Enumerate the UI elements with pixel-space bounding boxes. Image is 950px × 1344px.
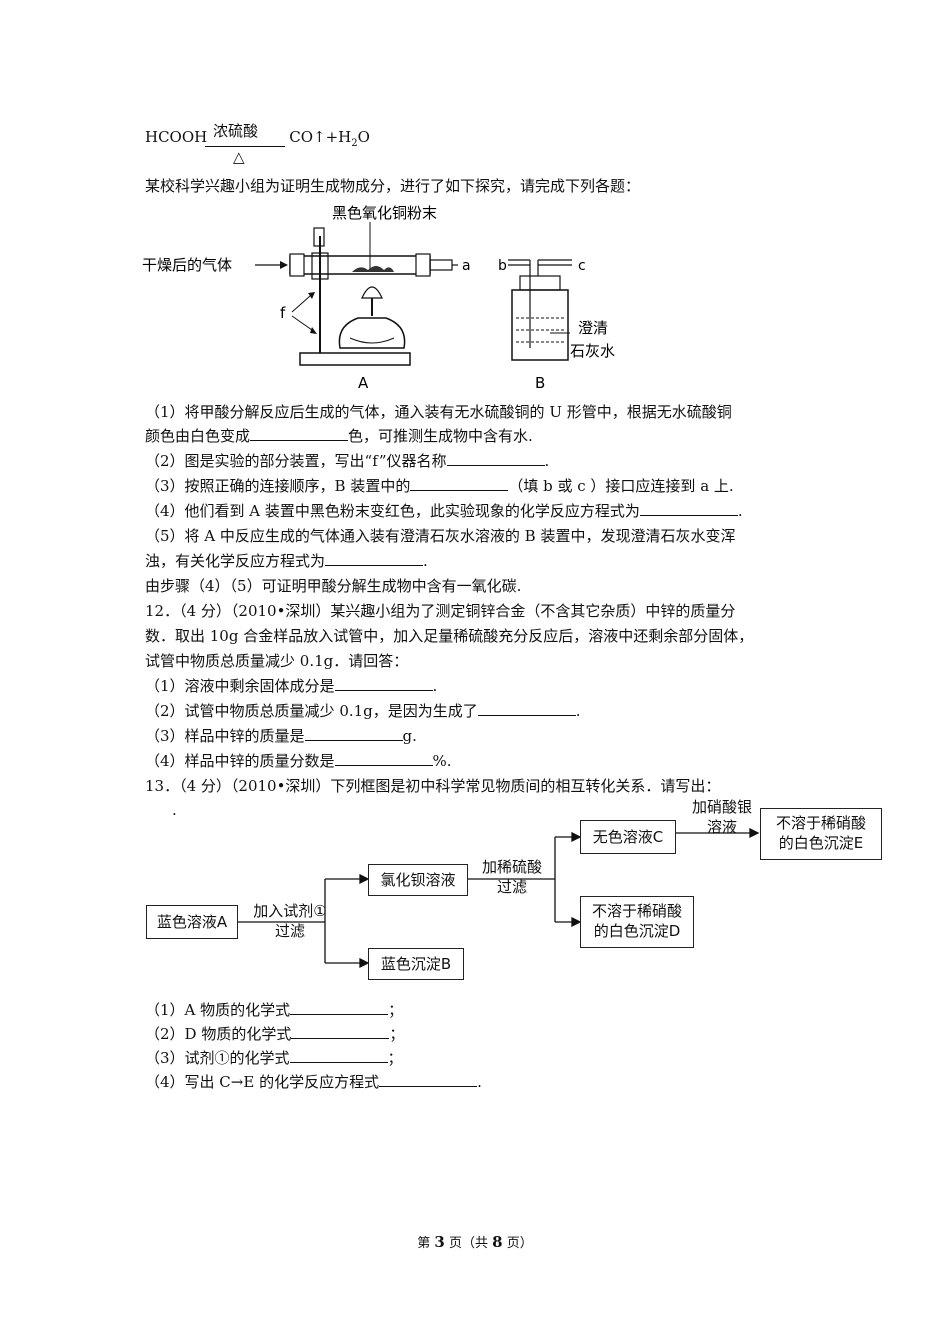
answer-blank[interactable] [289, 1048, 388, 1063]
page-total: 8 [492, 1233, 503, 1251]
limewater-label-1: 澄清 [578, 319, 608, 337]
equation-arrow-line [205, 146, 285, 147]
q13-dot: . [172, 801, 177, 819]
q13-stem: 13．（4 分）（2010•深圳）下列框图是初中科学常见物质间的相互转化关系．请… [145, 777, 721, 795]
instrument-f-label: f [280, 304, 286, 322]
port-a-label: a [462, 258, 471, 274]
q13-p1: （1）A 物质的化学式； [145, 1000, 404, 1019]
port-b-label: b [498, 258, 507, 274]
answer-blank[interactable] [291, 1024, 390, 1039]
answer-blank[interactable] [304, 726, 403, 741]
q13-p4: （4）写出 C→E 的化学反应方程式. [145, 1072, 482, 1091]
flow-step3-line1: 加硝酸银 [691, 798, 752, 816]
limewater-label-2: 石灰水 [570, 342, 615, 360]
answer-blank[interactable] [477, 701, 576, 716]
equation-condition-top: 浓硫酸 [213, 122, 259, 140]
flow-connectors [238, 827, 760, 969]
q12-p2: （2）试管中物质总质量减少 0.1g，是因为生成了. [145, 701, 581, 720]
q13-p3: （3）试剂①的化学式； [145, 1048, 403, 1067]
flow-box-c: 无色溶液C [580, 820, 676, 854]
answer-blank[interactable] [334, 676, 433, 691]
flow-step2-line1: 加稀硫酸 [481, 858, 542, 876]
q11-p5a: （5）将 A 中反应生成的气体通入装有澄清石灰水溶液的 B 装置中，发现澄清石灰… [145, 527, 736, 545]
flow-step1-line1: 加入试剂① [253, 902, 327, 920]
q11-p1a: （1）将甲酸分解反应后生成的气体，通入装有无水硫酸铜的 U 形管中，根据无水硫酸… [145, 403, 732, 421]
answer-blank[interactable] [325, 551, 424, 566]
flow-box-bacl2: 氯化钡溶液 [368, 864, 468, 896]
q12-stem-3: 试管中物质总质量减少 0.1g．请回答： [145, 652, 409, 670]
q11-p1b: 颜色由白色变成色，可推测生成物中含有水. [145, 426, 533, 445]
flow-step1-line2: 过滤 [274, 922, 305, 940]
q11-conclusion: 由步骤（4）（5）可证明甲酸分解生成物中含有一氧化碳. [145, 577, 522, 595]
decomposition-equation: HCOOH CO↑+H2O 浓硫酸 △ [145, 122, 370, 166]
flow-box-d: 不溶于稀硝酸的白色沉淀D [580, 896, 694, 948]
flow-box-a: 蓝色溶液A [146, 905, 238, 939]
flow-box-e: 不溶于稀硝酸的白色沉淀E [760, 808, 882, 860]
q12-stem-1: 12．（4 分）（2010•深圳）某兴趣小组为了测定铜锌合金（不含其它杂质）中锌… [145, 602, 736, 620]
port-c-label: c [578, 258, 586, 274]
intro-text: 某校科学兴趣小组为证明生成物成分，进行了如下探究，请完成下列各题： [145, 177, 641, 195]
powder-label: 黑色氧化铜粉末 [332, 204, 437, 222]
q12-p4: （4）样品中锌的质量分数是%. [145, 751, 452, 770]
answer-blank[interactable] [290, 1000, 389, 1015]
equation-left: HCOOH [145, 128, 208, 146]
flow-step3-line2: 溶液 [706, 818, 737, 836]
q11-p5b: 浊，有关化学反应方程式为. [145, 551, 428, 570]
answer-blank[interactable] [334, 751, 433, 766]
q13-p2: （2）D 物质的化学式； [145, 1024, 405, 1043]
flow-step2-line2: 过滤 [496, 878, 527, 896]
caption-a: A [358, 374, 369, 392]
flow-box-b: 蓝色沉淀B [368, 948, 464, 980]
q11-p3: （3）按照正确的连接顺序，B 装置中的（填 b 或 c ）接口应连接到 a 上. [145, 476, 734, 495]
apparatus-figure: 黑色氧化铜粉末 干燥后的气体 a f A b c 澄清 石灰水 B [142, 204, 615, 392]
page-number: 3 [434, 1233, 445, 1251]
answer-blank[interactable] [446, 451, 545, 466]
caption-b: B [535, 374, 545, 392]
gas-label: 干燥后的气体 [142, 256, 232, 274]
equation-right: CO↑+H2O [289, 128, 370, 149]
page-footer: 第 3 页（共 8 页） [417, 1233, 533, 1251]
q12-stem-2: 数．取出 10g 合金样品放入试管中，加入足量稀硫酸充分反应后，溶液中还剩余部分… [145, 627, 754, 645]
answer-blank[interactable] [410, 476, 509, 491]
equation-condition-bottom: △ [233, 148, 245, 166]
answer-blank[interactable] [250, 426, 349, 441]
answer-blank[interactable] [379, 1072, 478, 1087]
q11-p2: （2）图是实验的部分装置，写出“f”仪器名称. [145, 451, 550, 470]
answer-blank[interactable] [639, 501, 738, 516]
q11-p4: （4）他们看到 A 装置中黑色粉末变红色，此实验现象的化学反应方程式为. [145, 501, 743, 520]
q12-p1: （1）溶液中剩余固体成分是. [145, 676, 438, 695]
